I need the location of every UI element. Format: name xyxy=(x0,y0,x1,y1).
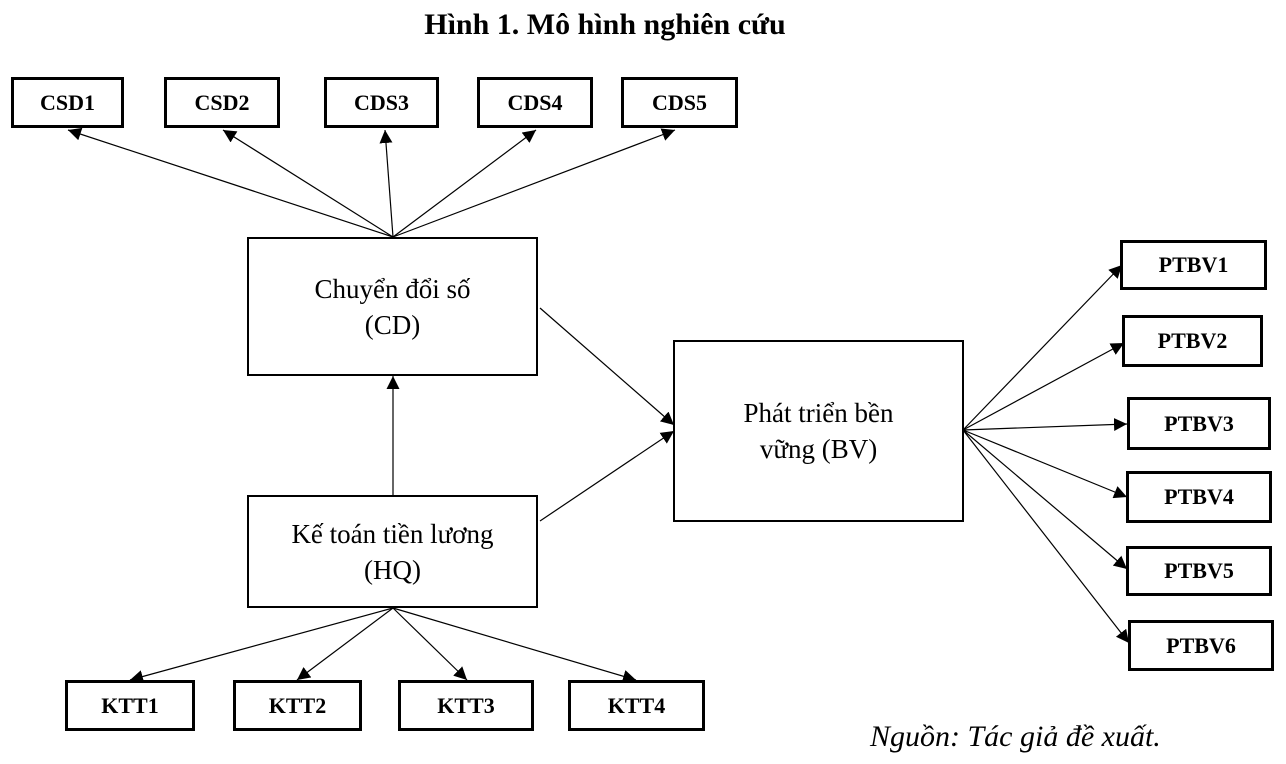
construct-cd: Chuyển đổi số (CD) xyxy=(247,237,538,376)
indicator-ptbv1: PTBV1 xyxy=(1120,240,1267,290)
indicator-ptbv5: PTBV5 xyxy=(1126,546,1272,596)
arrow-cd-cds4 xyxy=(392,129,537,238)
construct-bv-line2: vững (BV) xyxy=(759,434,878,464)
arrow-cd-csd1 xyxy=(67,127,394,238)
construct-bv-line1: Phát triển bền xyxy=(743,398,894,428)
arrow-bv-ptbv6 xyxy=(962,429,1130,644)
arrow-hq-bv xyxy=(539,430,675,522)
arrow-bv-ptbv5 xyxy=(962,429,1128,570)
indicator-cds4: CDS4 xyxy=(477,77,593,128)
construct-hq-line2: (HQ) xyxy=(364,554,421,585)
arrow-bv-ptbv4 xyxy=(962,429,1128,499)
arrow-cd-bv xyxy=(539,307,675,426)
indicator-ptbv4: PTBV4 xyxy=(1126,471,1272,523)
construct-hq: Kế toán tiền lương (HQ) xyxy=(247,495,538,608)
arrow-cd-csd2 xyxy=(222,129,394,238)
indicator-cds5: CDS5 xyxy=(621,77,738,128)
figure-title: Hình 1. Mô hình nghiên cứu xyxy=(424,8,786,41)
indicator-csd2: CSD2 xyxy=(164,77,280,128)
indicator-ktt4: KTT4 xyxy=(568,680,705,731)
indicator-ktt3: KTT3 xyxy=(398,680,534,731)
indicator-csd1: CSD1 xyxy=(11,77,124,128)
construct-cd-line2: (CD) xyxy=(364,309,421,340)
figure-source: Nguồn: Tác giả đề xuất. xyxy=(870,720,1161,753)
arrow-cd-cds5 xyxy=(392,128,676,238)
construct-hq-line1: Kế toán tiền lương xyxy=(291,518,494,549)
arrow-bv-ptbv2 xyxy=(962,342,1125,431)
arrow-hq-ktt4 xyxy=(392,607,637,683)
arrow-hq-ktt1 xyxy=(129,607,394,683)
arrow-bv-ptbv1 xyxy=(962,264,1123,431)
indicator-cds3: CDS3 xyxy=(324,77,439,128)
indicator-ptbv3: PTBV3 xyxy=(1127,397,1271,450)
indicator-ktt2: KTT2 xyxy=(233,680,362,731)
indicator-ptbv6: PTBV6 xyxy=(1128,620,1274,671)
arrow-bv-ptbv3 xyxy=(962,417,1128,431)
arrow-hq-ktt2 xyxy=(296,607,394,681)
construct-bv: Phát triển bền vững (BV) xyxy=(673,340,964,522)
arrow-cd-cds3 xyxy=(379,129,394,238)
indicator-ktt1: KTT1 xyxy=(65,680,195,731)
arrow-hq-ktt3 xyxy=(392,607,468,681)
construct-cd-line1: Chuyển đổi số xyxy=(314,273,471,304)
indicator-ptbv2: PTBV2 xyxy=(1122,315,1263,367)
